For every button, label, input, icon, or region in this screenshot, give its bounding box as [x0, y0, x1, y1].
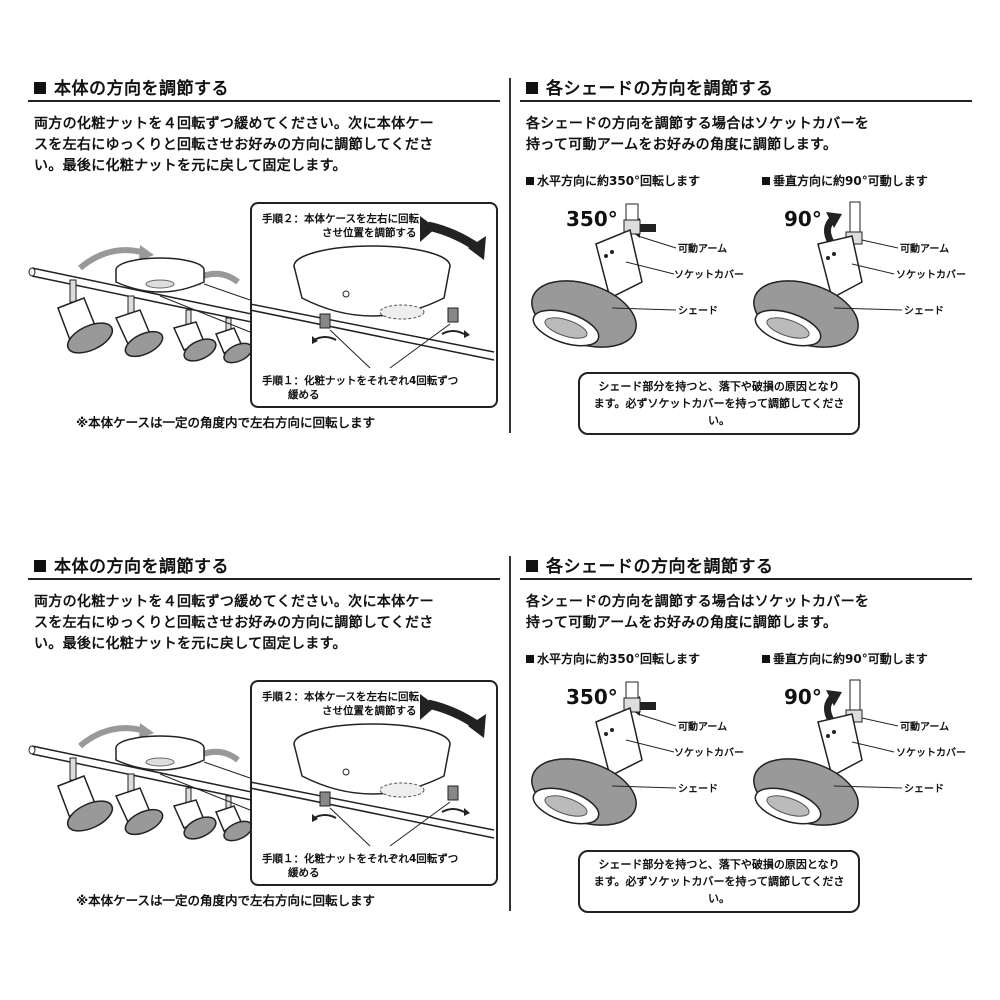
right-body-text: 各シェードの方向を調節する場合はソケットカバーを 持って可動アームをお好みの角度… [526, 594, 870, 631]
square-bullet-icon [526, 655, 534, 663]
spotlight-heads [57, 757, 253, 842]
horizontal-rotation-heading: 水平方向に約350°回転します [526, 172, 700, 189]
detail-base-drawing [249, 694, 495, 847]
angle-90-label: 90° [784, 685, 822, 709]
label-movable-arm: 可動アーム [900, 720, 949, 733]
label-shade: シェード [678, 305, 718, 317]
label-shade: シェード [904, 783, 944, 795]
right-section-title: 各シェードの方向を調節する [526, 552, 774, 577]
label-socket-cover: ソケットカバー [674, 269, 744, 281]
angle-350-label: 350° [566, 207, 618, 231]
decorative-nut-icon [441, 785, 470, 816]
rotate-direction-arrow-icon [426, 221, 481, 252]
horizontal-lamp-illustration: 350° 可動アーム ソケットカバー シェード [531, 681, 744, 826]
rotate-arrow-icon [78, 725, 146, 749]
square-bullet-icon [34, 560, 46, 572]
right-title-rule [520, 578, 972, 580]
decorative-nut-icon [312, 791, 337, 822]
square-bullet-icon [34, 82, 46, 94]
caution-callout: シェード部分を持つと、落下や破損の原因となり ます。必ずソケットカバーを持って調… [578, 850, 860, 913]
label-socket-cover: ソケットカバー [896, 747, 966, 759]
horizontal-lamp-illustration: 350° 可動アーム ソケットカバー シェード [531, 203, 744, 348]
spotlight-heads [57, 279, 253, 364]
detail-base-drawing [249, 216, 495, 369]
angle-350-label: 350° [566, 685, 618, 709]
square-bullet-icon [526, 177, 534, 185]
left-title-rule [28, 578, 500, 580]
step2-text: 手順２：本体ケースを左右に回転 させ位置を調節する [262, 691, 419, 717]
rotation-note: ※本体ケースは一定の角度内で左右方向に回転します [76, 893, 376, 908]
step2-text: 手順２：本体ケースを左右に回転 させ位置を調節する [262, 213, 419, 239]
square-bullet-icon [762, 655, 770, 663]
vertical-lamp-illustration: 90° 可動アーム ソケットカバー シェード [753, 679, 966, 826]
caution-callout: シェード部分を持つと、落下や破損の原因となり ます。必ずソケットカバーを持って調… [578, 372, 860, 435]
right-title-rule [520, 100, 972, 102]
left-title-rule [28, 100, 500, 102]
vertical-lamp-illustration: 90° 可動アーム ソケットカバー シェード [753, 201, 966, 348]
step1-text: 手順１：化粧ナットをそれぞれ4回転ずつ 緩める [262, 375, 459, 401]
step1-text: 手順１：化粧ナットをそれぞれ4回転ずつ 緩める [262, 853, 459, 879]
horizontal-rotation-heading: 水平方向に約350°回転します [526, 650, 700, 667]
right-body-text: 各シェードの方向を調節する場合はソケットカバーを 持って可動アームをお好みの角度… [526, 116, 870, 153]
label-movable-arm: 可動アーム [678, 242, 727, 255]
left-body-text: 両方の化粧ナットを４回転ずつ緩めてください。次に本体ケー スを左右にゆっくりと回… [34, 594, 434, 652]
label-movable-arm: 可動アーム [900, 242, 949, 255]
label-movable-arm: 可動アーム [678, 720, 727, 733]
vertical-rotation-heading: 垂直方向に約90°可動します [762, 172, 928, 189]
vertical-rotation-heading: 垂直方向に約90°可動します [762, 650, 928, 667]
angle-90-label: 90° [784, 207, 822, 231]
rotate-arrow-icon [78, 247, 146, 271]
left-section-title: 本体の方向を調節する [34, 552, 229, 577]
instruction-panel: 本体の方向を調節する 両方の化粧ナットを４回転ずつ緩めてください。次に本体ケー … [0, 478, 1000, 918]
decorative-nut-icon [312, 313, 337, 344]
ceiling-base [115, 735, 205, 771]
decorative-nut-icon [441, 307, 470, 338]
square-bullet-icon [526, 560, 538, 572]
right-section-title: 各シェードの方向を調節する [526, 74, 774, 99]
rotation-note: ※本体ケースは一定の角度内で左右方向に回転します [76, 415, 376, 430]
section-divider [509, 556, 511, 911]
label-socket-cover: ソケットカバー [674, 747, 744, 759]
label-shade: シェード [678, 783, 718, 795]
square-bullet-icon [526, 82, 538, 94]
instruction-panel: 本体の方向を調節する 両方の化粧ナットを４回転ずつ緩めてください。次に本体ケー … [0, 0, 1000, 440]
label-shade: シェード [904, 305, 944, 317]
section-divider [509, 78, 511, 433]
left-section-title: 本体の方向を調節する [34, 74, 229, 99]
rotate-direction-arrow-icon [426, 699, 481, 730]
left-body-text: 両方の化粧ナットを４回転ずつ緩めてください。次に本体ケー スを左右にゆっくりと回… [34, 116, 434, 174]
square-bullet-icon [762, 177, 770, 185]
fixture-rotation-illustration [28, 245, 486, 372]
ceiling-base [115, 257, 205, 293]
label-socket-cover: ソケットカバー [896, 269, 966, 281]
